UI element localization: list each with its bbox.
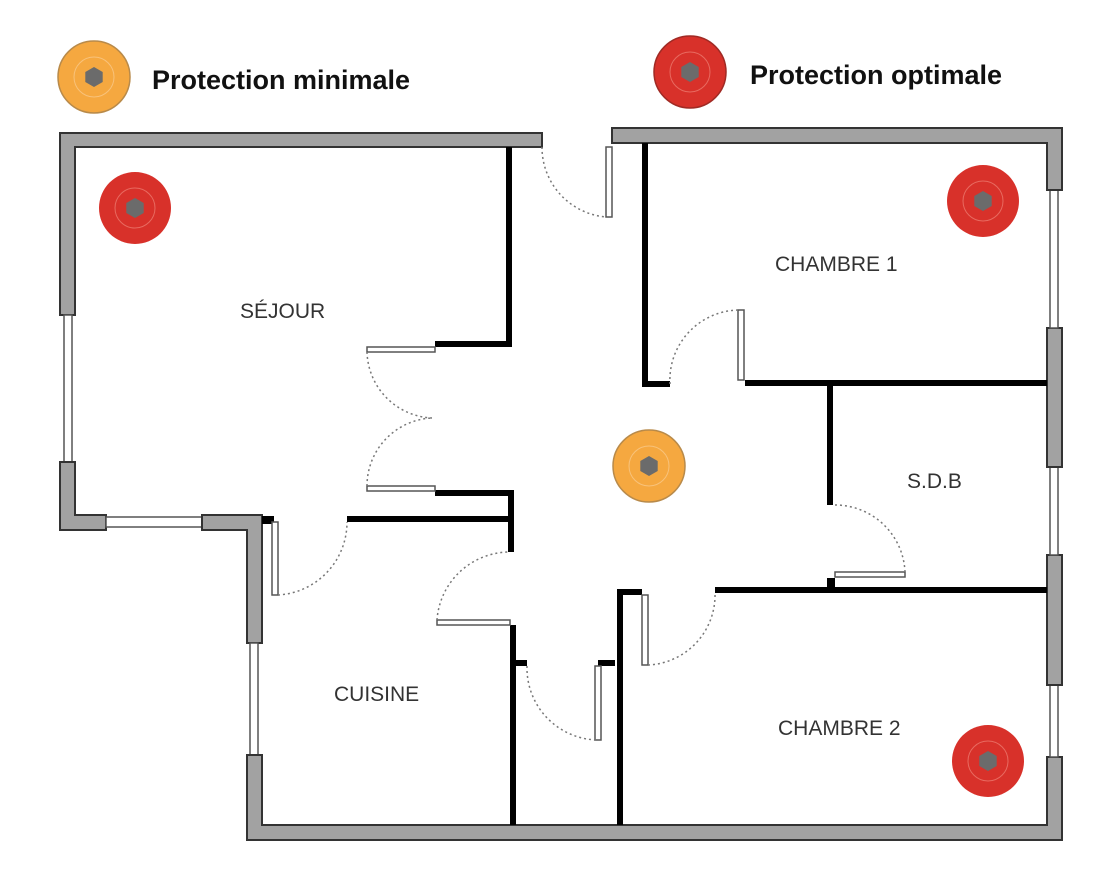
smoke-detector-chambre2-icon — [952, 725, 1024, 797]
smoke-detector-minimal-icon — [57, 40, 131, 114]
legend-minimal: Protection minimale — [57, 40, 410, 114]
interior-walls — [262, 143, 1047, 825]
smoke-detector-corridor-icon — [612, 429, 686, 503]
legend-minimal-label: Protection minimale — [152, 65, 410, 95]
room-label-cuisine: CUISINE — [334, 683, 419, 706]
legend-optimal-label: Protection optimale — [750, 60, 1002, 90]
smoke-detector-optimal-icon — [653, 35, 727, 109]
smoke-detector-chambre1-icon — [947, 165, 1019, 237]
room-label-chambre1: CHAMBRE 1 — [775, 253, 898, 276]
exterior-walls — [59, 127, 1063, 841]
room-label-sejour: SÉJOUR — [240, 300, 325, 323]
room-label-chambre2: CHAMBRE 2 — [778, 717, 901, 740]
smoke-detector-sejour-icon — [99, 172, 171, 244]
legend-optimal: Protection optimale — [653, 35, 1002, 109]
room-label-sdb: S.D.B — [907, 470, 962, 493]
doors — [271, 146, 906, 741]
